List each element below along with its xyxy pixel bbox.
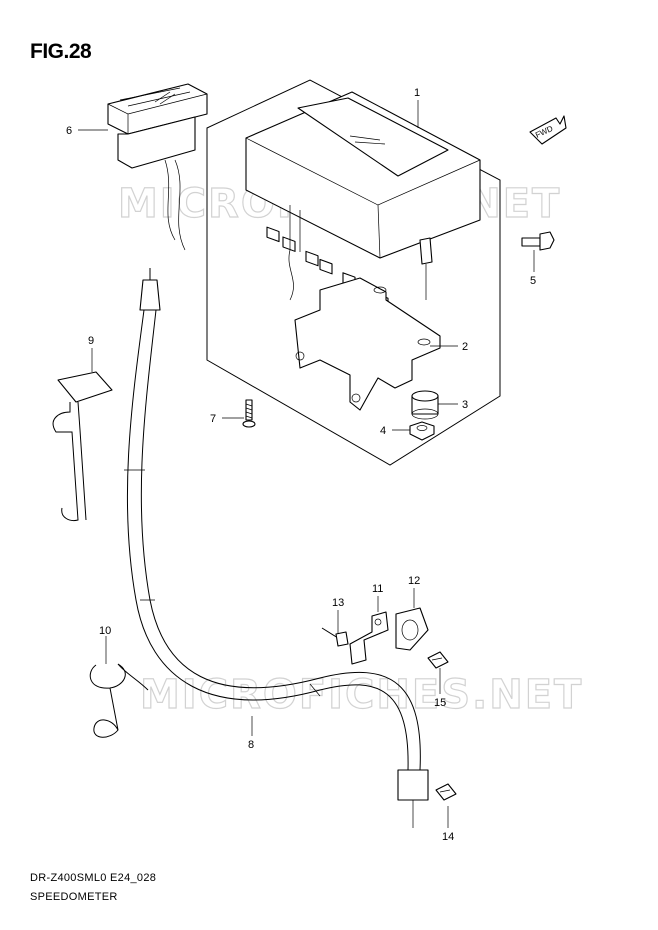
part-2-meter-bracket [294,277,441,411]
callout-10: 10 [99,625,111,637]
callout-13: 13 [332,597,344,609]
part-12-clamp [395,607,429,651]
part-15-screw [427,651,449,669]
part-6-meter-cover [107,83,208,251]
callout-9: 9 [88,335,94,347]
model-code: DR-Z400SML0 E24_028 [30,872,157,884]
leader-lines [78,100,535,828]
part-7-screw [242,399,256,428]
callout-11: 11 [372,583,383,595]
part-9-clamp [52,371,113,521]
callout-4: 4 [380,425,386,437]
assembly-box-outline [206,79,501,466]
section-name: SPEEDOMETER [30,891,118,903]
callout-3: 3 [462,399,468,411]
callout-8: 8 [248,739,254,751]
part-3-cushion [411,390,439,420]
callout-2: 2 [462,341,468,353]
part-1-meter-assembly [245,91,481,309]
figure-title: FIG.28 [30,40,92,63]
callout-15: 15 [434,697,446,709]
callout-1: 1 [414,87,420,99]
part-14-screw [435,783,457,801]
callout-6: 6 [66,125,72,137]
part-4-nut [409,421,435,441]
callout-7: 7 [210,413,216,425]
part-11-bracket [349,611,389,665]
part-10-clamp [89,663,149,738]
callout-14: 14 [442,831,454,843]
part-8-speedometer-cable [124,268,429,828]
callout-12: 12 [408,575,420,587]
callout-5: 5 [530,275,536,287]
part-5-bolt [521,231,555,251]
fwd-direction-marker: FWD [529,115,567,145]
part-13-bolt [321,627,349,647]
